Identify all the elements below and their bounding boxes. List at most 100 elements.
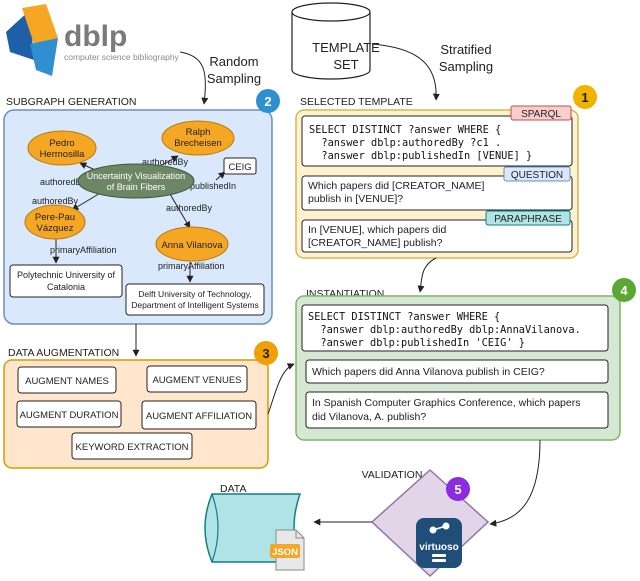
edge-label-primary-affiliation-anna: primaryAffiliation bbox=[158, 261, 224, 271]
node-delft-line-1: Delft University of Technology, bbox=[138, 289, 252, 299]
cylinder-top bbox=[291, 2, 371, 22]
json-file-badge bbox=[270, 544, 300, 558]
virtuoso-label: virtuoso bbox=[419, 542, 458, 553]
validation-label: VALIDATION bbox=[362, 469, 423, 481]
node-center-paper: Uncertainty Visualization of Brain Fiber… bbox=[77, 163, 195, 199]
logo-shape-orange bbox=[22, 4, 58, 44]
augment-duration-box bbox=[16, 400, 122, 428]
node-perepau: Pere-Pau Vázquez bbox=[24, 204, 86, 240]
dblp-logo: dblp computer science bibliography bbox=[6, 4, 180, 76]
keyword-extraction-box bbox=[71, 432, 193, 460]
random-sampling-arrow bbox=[179, 51, 209, 105]
edge-label-authored-by-perepau: authoredBy bbox=[32, 196, 79, 206]
node-anna-label: Anna Vilanova bbox=[161, 240, 223, 251]
node-center-line-2: of Brain Fibers bbox=[107, 182, 166, 192]
question-tag bbox=[503, 166, 571, 182]
edge-center-anna bbox=[169, 193, 191, 229]
instantiated-question-box bbox=[305, 359, 609, 384]
sparql-tag bbox=[510, 105, 572, 121]
edge-label-authored-by-pedro: authoredBy bbox=[40, 177, 87, 187]
badge-4 bbox=[612, 278, 636, 302]
augment-names-box bbox=[17, 366, 117, 394]
random-sampling-label-1: Random bbox=[209, 54, 258, 69]
template-question-line-1: Which papers did [CREATOR_NAME] bbox=[308, 180, 485, 192]
node-ceig: CEIG bbox=[223, 157, 257, 175]
badge-4-label: 4 bbox=[620, 283, 628, 298]
instantiated-paraphrase-box bbox=[305, 391, 609, 429]
virtuoso-icon-bg bbox=[416, 518, 462, 568]
stratified-sampling-arrow bbox=[371, 43, 440, 101]
badge-5 bbox=[446, 477, 470, 501]
subgraph-title: SUBGRAPH GENERATION bbox=[6, 96, 137, 108]
node-anna: Anna Vilanova bbox=[155, 226, 229, 262]
template-question-line-2: publish in [VENUE]? bbox=[308, 193, 403, 205]
node-pedro-line-2: Hermosilla bbox=[40, 149, 86, 160]
node-perepau-line-1: Pere-Pau bbox=[35, 212, 75, 223]
node-ralph: Ralph Brecheisen bbox=[161, 120, 235, 156]
edge-label-authored-by-ralph: authoredBy bbox=[142, 157, 189, 167]
node-center-line-1: Uncertainty Visualization bbox=[87, 171, 185, 181]
edge-center-ceig bbox=[215, 171, 226, 181]
virtuoso-db-stripe-1 bbox=[432, 554, 446, 557]
template-sparql-line-1: SELECT DISTINCT ?answer WHERE { bbox=[309, 124, 501, 136]
template-question-box bbox=[301, 175, 573, 211]
logo-wordmark: dblp bbox=[64, 20, 127, 53]
template-set-label-2: SET bbox=[333, 57, 358, 72]
template-paraphrase-line-2: [CREATOR_NAME] publish? bbox=[308, 237, 443, 249]
virtuoso-db-stripe-2 bbox=[432, 559, 446, 562]
template-sparql-line-2: ?answer dblp:authoredBy ?c1 . bbox=[309, 137, 501, 149]
cylinder-body bbox=[291, 12, 371, 80]
template-sparql-line-3: ?answer dblp:publishedIn [VENUE] } bbox=[309, 150, 532, 162]
augment-venues-label: AUGMENT VENUES bbox=[152, 375, 241, 386]
node-polytechnic-line-1: Polytechnic University of bbox=[17, 270, 116, 280]
augment-affiliation-box bbox=[141, 400, 257, 430]
node-delft-line-2: Department of Intelligent Systems bbox=[131, 300, 259, 310]
template-set-label-1: TEMPLATE bbox=[312, 40, 380, 55]
template-set-cylinder: TEMPLATE SET bbox=[291, 2, 380, 80]
selected-template-title: SELECTED TEMPLATE bbox=[300, 96, 413, 108]
json-file-icon: JSON bbox=[270, 529, 305, 571]
selected-template-panel: SELECTED TEMPLATE 1 SPARQL SELECT DISTIN… bbox=[295, 85, 597, 259]
template-paraphrase-box bbox=[301, 219, 573, 253]
data-label: DATA bbox=[220, 483, 246, 495]
instantiated-question-text: Which papers did Anna Vilanova publish i… bbox=[312, 366, 545, 378]
arrow-template-to-instantiation bbox=[417, 257, 437, 293]
edge-center-perepau bbox=[71, 191, 103, 211]
node-ceig-label: CEIG bbox=[228, 162, 251, 173]
node-polytechnic: Polytechnic University of Catalonia bbox=[9, 264, 123, 298]
node-polytechnic-line-2: Catalonia bbox=[47, 282, 85, 292]
badge-1-label: 1 bbox=[581, 90, 588, 105]
node-perepau-line-2: Vázquez bbox=[37, 223, 74, 234]
keyword-extraction-label: KEYWORD EXTRACTION bbox=[76, 442, 189, 453]
template-sparql-box bbox=[301, 115, 573, 167]
augment-names-label: AUGMENT NAMES bbox=[25, 376, 109, 387]
question-tag-label: QUESTION bbox=[511, 170, 563, 181]
badge-2-label: 2 bbox=[264, 94, 271, 109]
instantiation-panel: INSTANTIATION 4 SELECT DISTINCT ?answer … bbox=[295, 278, 636, 441]
edge-label-published-in: publishedIn bbox=[190, 181, 236, 191]
instantiated-sparql-line-1: SELECT DISTINCT ?answer WHERE { bbox=[308, 311, 500, 323]
logo-tagline: computer science bibliography bbox=[64, 52, 180, 62]
augmentation-title: DATA AUGMENTATION bbox=[8, 347, 119, 359]
node-pedro: Pedro Hermosilla bbox=[27, 130, 97, 166]
node-ralph-line-1: Ralph bbox=[186, 127, 211, 138]
arrow-instantiation-to-validation bbox=[489, 439, 541, 527]
paraphrase-tag bbox=[485, 210, 571, 226]
node-pedro-line-1: Pedro bbox=[49, 138, 74, 149]
edge-center-ralph bbox=[161, 155, 179, 166]
node-ralph-line-2: Brecheisen bbox=[174, 138, 222, 149]
sparql-tag-label: SPARQL bbox=[521, 109, 561, 120]
stratified-sampling-label-2: Sampling bbox=[439, 59, 493, 74]
augment-affiliation-label: AUGMENT AFFILIATION bbox=[146, 411, 252, 422]
instantiated-sparql-line-3: ?answer dblp:publishedIn 'CEIG' } bbox=[308, 337, 525, 349]
template-paraphrase-line-1: In [VENUE], which papers did bbox=[308, 224, 446, 236]
data-output: DATA JSON bbox=[204, 483, 305, 571]
instantiated-sparql-line-2: ?answer dblp:authoredBy dblp:AnnaVilanov… bbox=[308, 324, 581, 336]
arrow-augmentation-to-instantiation bbox=[267, 363, 295, 415]
instantiated-paraphrase-line-1: In Spanish Computer Graphics Conference,… bbox=[312, 397, 580, 409]
data-augmentation-panel: DATA AUGMENTATION 3 AUGMENT NAMES AUGMEN… bbox=[3, 341, 278, 469]
badge-3-label: 3 bbox=[262, 346, 269, 361]
data-store-edge bbox=[211, 493, 219, 563]
edge-label-authored-by-anna: authoredBy bbox=[166, 203, 213, 213]
